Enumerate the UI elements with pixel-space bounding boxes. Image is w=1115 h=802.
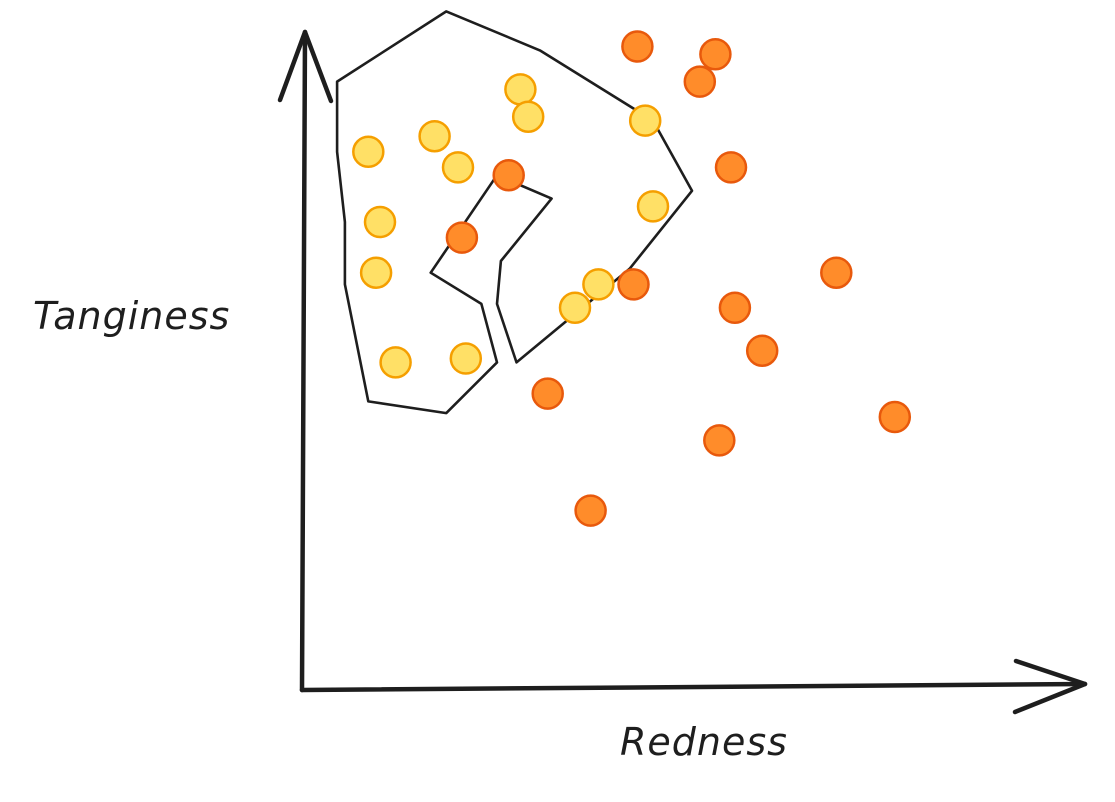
x-axis-line xyxy=(299,681,1088,693)
y-axis-line xyxy=(299,29,308,693)
yellow-point xyxy=(379,346,412,379)
y-axis-arrowhead xyxy=(277,29,334,104)
orange-point xyxy=(714,151,748,184)
y-axis-label: Tanginess xyxy=(33,294,230,338)
orange-point xyxy=(621,30,654,63)
orange-point xyxy=(718,291,752,325)
x-axis-label: Redness xyxy=(620,720,788,764)
orange-point xyxy=(683,65,717,98)
yellow-point xyxy=(449,342,483,375)
yellow-point xyxy=(441,151,475,184)
orange-point xyxy=(745,334,779,367)
orange-point xyxy=(445,221,479,254)
orange-point xyxy=(820,256,853,289)
axes xyxy=(277,29,1088,715)
decision-boundary xyxy=(335,10,694,415)
yellow-point xyxy=(352,135,385,169)
orange-point xyxy=(878,400,912,434)
yellow-point xyxy=(363,205,397,239)
orange-point xyxy=(703,424,736,457)
points-layer xyxy=(352,30,912,527)
yellow-point xyxy=(504,73,537,106)
orange-point xyxy=(492,158,525,192)
orange-point xyxy=(699,38,732,71)
orange-point xyxy=(617,268,650,301)
yellow-point xyxy=(582,268,615,301)
x-axis-arrowhead xyxy=(1012,658,1088,715)
orange-point xyxy=(574,494,607,527)
yellow-point xyxy=(511,100,545,133)
yellow-point xyxy=(418,119,451,153)
orange-point xyxy=(531,377,564,410)
decision-boundary-layer xyxy=(335,10,694,415)
yellow-point xyxy=(628,104,662,137)
yellow-point xyxy=(636,190,670,223)
yellow-point xyxy=(359,256,393,289)
yellow-point xyxy=(558,291,592,325)
